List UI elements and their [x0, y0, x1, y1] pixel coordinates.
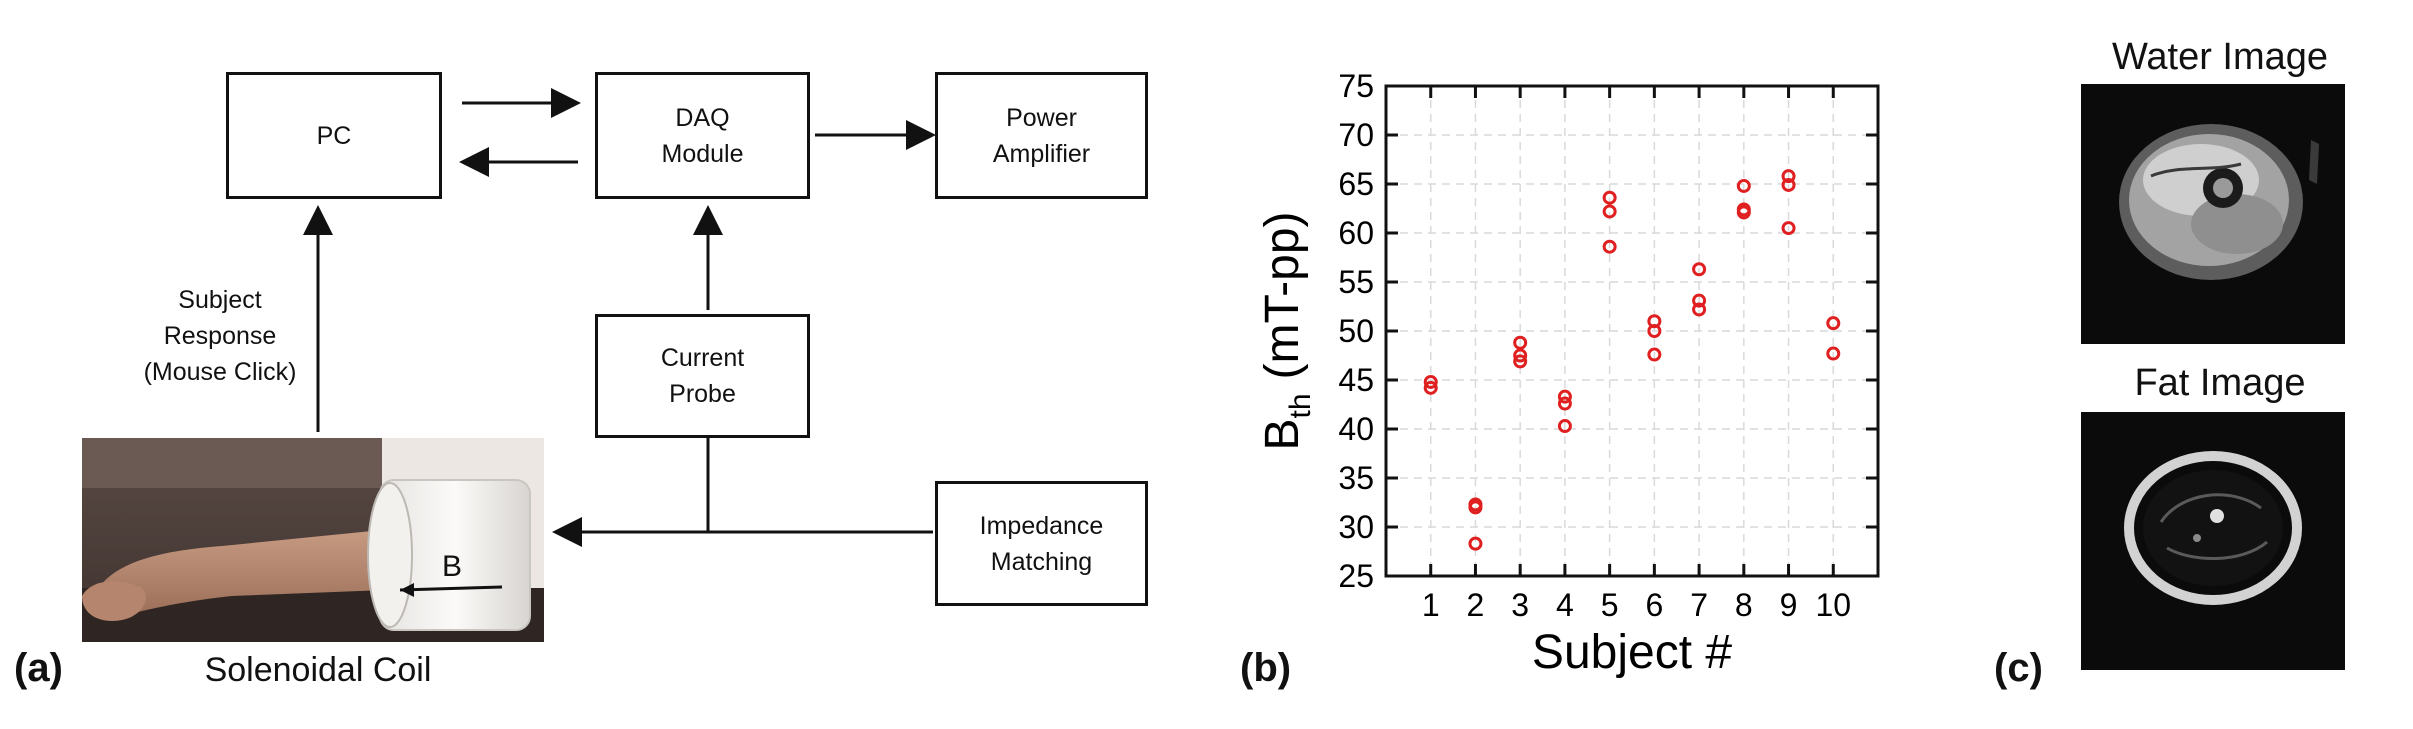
data-point [1557, 396, 1572, 411]
y-tick-label: 45 [1338, 362, 1374, 398]
data-point [1423, 374, 1438, 389]
fat-image-title: Fat Image [2134, 362, 2306, 404]
response-line2: Response [163, 322, 277, 350]
y-tick-label: 40 [1338, 411, 1374, 447]
y-tick-label: 25 [1338, 558, 1374, 594]
imp-label-line1: Impedance [979, 511, 1104, 540]
water-image [2081, 84, 2345, 344]
coil-caption: Solenoidal Coil [204, 651, 432, 689]
data-point [1781, 221, 1796, 236]
y-tick-label: 30 [1338, 509, 1374, 545]
probe-label-line2: Probe [669, 380, 736, 408]
data-point [1468, 500, 1483, 515]
y-tick-label: 35 [1338, 460, 1374, 496]
x-tick-label: 8 [1735, 587, 1753, 623]
data-point [1736, 205, 1751, 220]
y-axis-label: Bth (mT-pp) [1256, 211, 1317, 450]
x-tick-label: 10 [1815, 587, 1851, 623]
pc-block: PC [226, 72, 442, 199]
diagram-connectors [303, 88, 936, 547]
x-tick-label: 4 [1556, 587, 1574, 623]
amp-label-line2: Amplifier [992, 139, 1091, 168]
data-point [1692, 293, 1707, 308]
y-tick-label: 75 [1338, 68, 1374, 104]
x-tick-label: 6 [1645, 587, 1663, 623]
water-image-graphic [2119, 124, 2319, 280]
coil-photo: B [82, 438, 544, 642]
x-tick-label: 3 [1511, 587, 1529, 623]
data-point [1781, 169, 1796, 184]
subject-response-label: Subject Response (Mouse Click) [110, 282, 330, 390]
pc-label: PC [316, 121, 352, 150]
y-axis-label-sub: th [1284, 393, 1317, 418]
data-point [1423, 380, 1438, 395]
data-point [1736, 178, 1751, 193]
data-point [1826, 346, 1841, 361]
x-tick-label: 9 [1780, 587, 1798, 623]
y-axis-label-unit: (mT-pp) [1256, 211, 1309, 379]
y-tick-label: 60 [1338, 215, 1374, 251]
x-axis-label: Subject # [1532, 626, 1732, 679]
impedance-block: Impedance Matching [935, 481, 1148, 606]
amp-label-line1: Power [1006, 103, 1077, 132]
data-point [1602, 190, 1617, 205]
data-point [1826, 316, 1841, 331]
y-tick-label: 50 [1338, 313, 1374, 349]
data-point [1468, 536, 1483, 551]
data-point [1647, 347, 1662, 362]
daq-block: DAQ Module [595, 72, 810, 199]
data-point [1602, 204, 1617, 219]
y-tick-label: 70 [1338, 117, 1374, 153]
panel-label-c: (c) [1994, 646, 2043, 690]
current-probe-block: Current Probe [595, 314, 810, 438]
fat-image-graphic [2124, 451, 2302, 605]
water-image-title: Water Image [2111, 36, 2329, 78]
x-tick-label: 2 [1467, 587, 1485, 623]
y-tick-label: 55 [1338, 264, 1374, 300]
data-point [1513, 348, 1528, 363]
x-tick-label: 5 [1601, 587, 1619, 623]
x-tick-label: 7 [1690, 587, 1708, 623]
response-line1: Subject [178, 286, 262, 314]
data-point [1557, 389, 1572, 404]
x-tick-label: 1 [1422, 587, 1440, 623]
data-point [1692, 262, 1707, 277]
y-axis-label-main: B [1256, 419, 1309, 451]
probe-label-line1: Current [660, 344, 745, 372]
amplifier-block: Power Amplifier [935, 72, 1148, 199]
field-label-b: B [442, 550, 462, 583]
fat-image [2081, 412, 2345, 670]
response-line3: (Mouse Click) [143, 358, 297, 386]
data-point [1781, 177, 1796, 192]
data-point [1513, 354, 1528, 369]
data-point [1557, 419, 1572, 434]
plot-frame [1384, 84, 1880, 578]
imp-label-line2: Matching [990, 547, 1093, 576]
data-point [1602, 239, 1617, 254]
panel-label-a: (a) [14, 646, 63, 690]
daq-label-line2: Module [661, 139, 744, 168]
daq-label-line1: DAQ [675, 103, 730, 132]
panel-label-b: (b) [1240, 646, 1292, 690]
data-point [1513, 335, 1528, 350]
data-point [1692, 302, 1707, 317]
y-tick-label: 65 [1338, 166, 1374, 202]
data-point [1647, 324, 1662, 338]
